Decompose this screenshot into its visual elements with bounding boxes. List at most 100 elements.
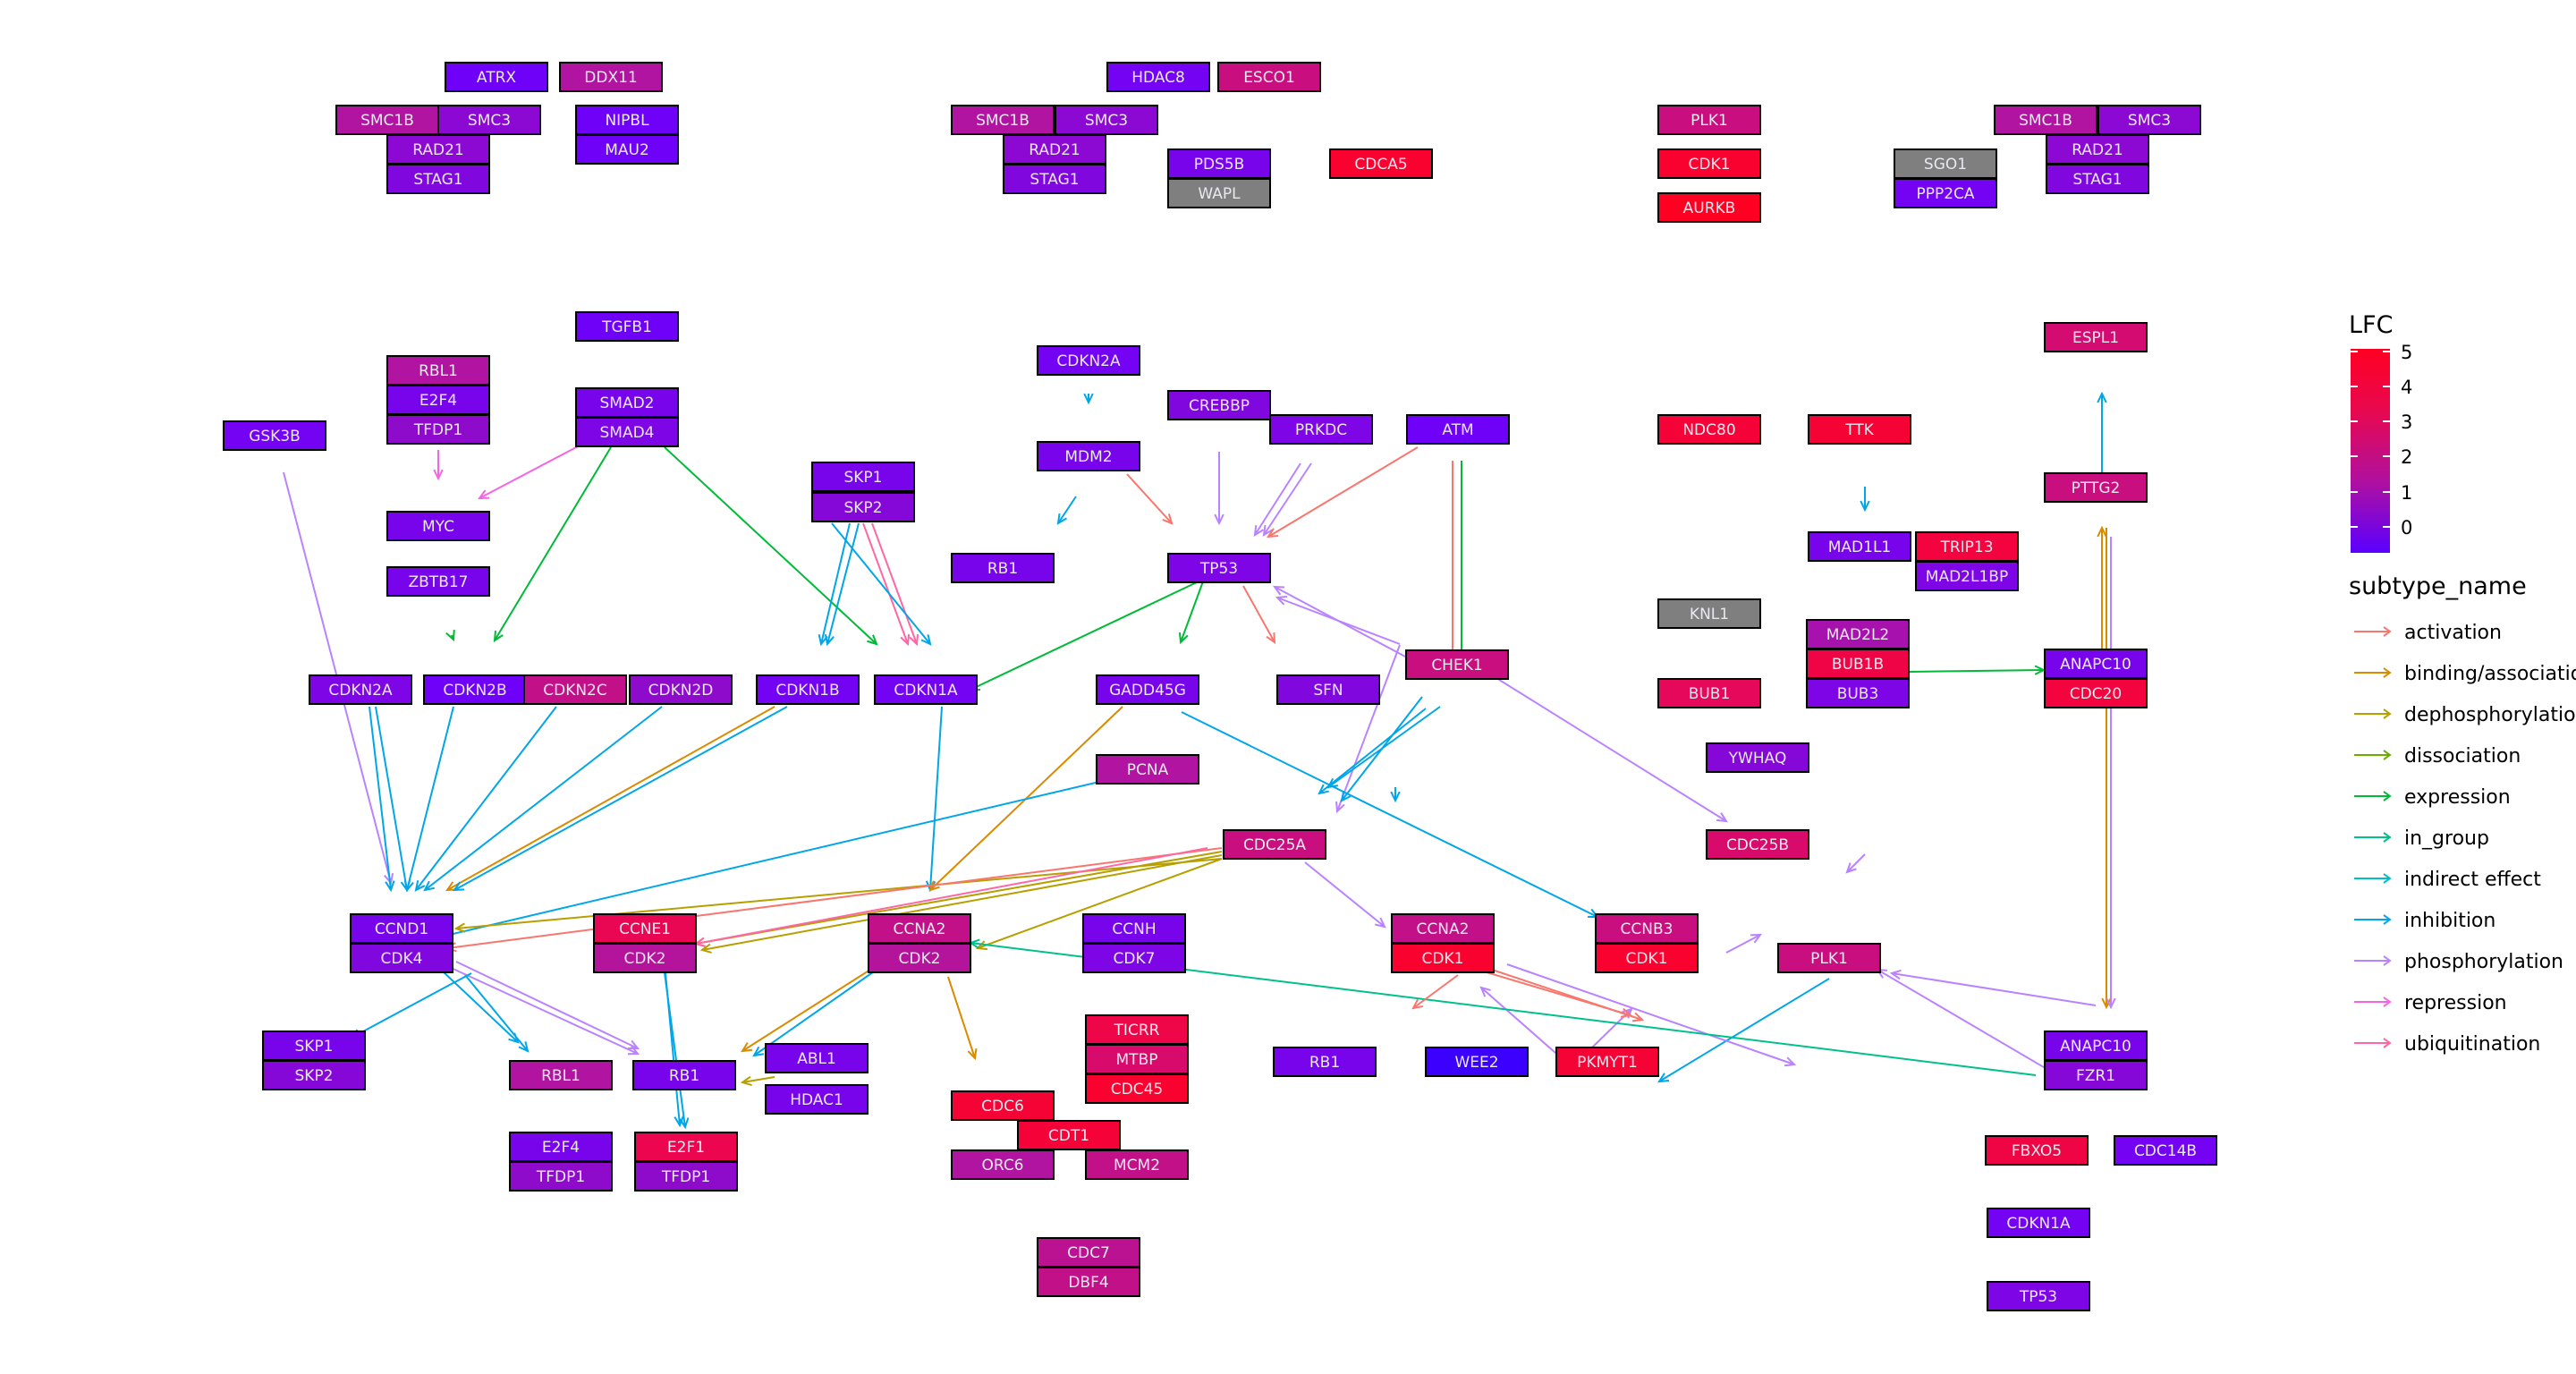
gene-node-gadd45g[interactable]: GADD45G xyxy=(1096,674,1199,705)
gene-node-trip13[interactable]: TRIP13 xyxy=(1915,531,2019,562)
gene-node-cdk2[interactable]: CDK2 xyxy=(593,943,697,973)
gene-node-ttk[interactable]: TTK xyxy=(1808,414,1911,445)
gene-node-rad21[interactable]: RAD21 xyxy=(386,134,490,165)
gene-node-cdc20[interactable]: CDC20 xyxy=(2044,678,2148,708)
gene-node-ccne1[interactable]: CCNE1 xyxy=(593,913,697,944)
gene-node-pds5b[interactable]: PDS5B xyxy=(1167,148,1271,179)
gene-node-smc1b[interactable]: SMC1B xyxy=(1994,105,2097,135)
gene-node-cdkn2a[interactable]: CDKN2A xyxy=(309,674,412,705)
gene-node-plk1[interactable]: PLK1 xyxy=(1777,943,1881,973)
gene-node-smc3[interactable]: SMC3 xyxy=(437,105,541,135)
gene-node-anapc10[interactable]: ANAPC10 xyxy=(2044,649,2148,679)
gene-node-smc3[interactable]: SMC3 xyxy=(2097,105,2201,135)
gene-node-pttg2[interactable]: PTTG2 xyxy=(2044,472,2148,503)
gene-node-cdc14b[interactable]: CDC14B xyxy=(2114,1135,2217,1166)
gene-node-orc6[interactable]: ORC6 xyxy=(951,1149,1055,1180)
gene-node-pcna[interactable]: PCNA xyxy=(1096,754,1199,785)
gene-node-fzr1[interactable]: FZR1 xyxy=(2044,1060,2148,1090)
gene-node-ywhaq[interactable]: YWHAQ xyxy=(1706,742,1809,773)
gene-node-ddx11[interactable]: DDX11 xyxy=(559,62,663,92)
gene-node-stag1[interactable]: STAG1 xyxy=(386,164,490,194)
gene-node-rbl1[interactable]: RBL1 xyxy=(509,1060,613,1090)
gene-node-cdt1[interactable]: CDT1 xyxy=(1017,1120,1121,1150)
gene-node-tfdp1[interactable]: TFDP1 xyxy=(386,414,490,445)
gene-node-tp53[interactable]: TP53 xyxy=(1987,1281,2090,1311)
gene-node-cdk2[interactable]: CDK2 xyxy=(868,943,971,973)
gene-node-sfn[interactable]: SFN xyxy=(1276,674,1380,705)
gene-node-ticrr[interactable]: TICRR xyxy=(1085,1014,1189,1045)
gene-node-esco1[interactable]: ESCO1 xyxy=(1217,62,1321,92)
gene-node-wee2[interactable]: WEE2 xyxy=(1425,1047,1529,1077)
gene-node-cdc25a[interactable]: CDC25A xyxy=(1223,829,1326,860)
gene-node-cdc45[interactable]: CDC45 xyxy=(1085,1073,1189,1104)
gene-node-e2f4[interactable]: E2F4 xyxy=(386,385,490,415)
gene-node-cdk1[interactable]: CDK1 xyxy=(1391,943,1495,973)
gene-node-cdkn1a[interactable]: CDKN1A xyxy=(1987,1208,2090,1238)
gene-node-ccnh[interactable]: CCNH xyxy=(1082,913,1186,944)
gene-node-tfdp1[interactable]: TFDP1 xyxy=(509,1161,613,1192)
gene-node-chek1[interactable]: CHEK1 xyxy=(1405,649,1509,680)
gene-node-myc[interactable]: MYC xyxy=(386,511,490,541)
gene-node-mad1l1[interactable]: MAD1L1 xyxy=(1808,531,1911,562)
gene-node-stag1[interactable]: STAG1 xyxy=(2046,164,2149,194)
gene-node-pkmyt1[interactable]: PKMYT1 xyxy=(1555,1047,1659,1077)
gene-node-skp2[interactable]: SKP2 xyxy=(811,492,915,522)
gene-node-skp1[interactable]: SKP1 xyxy=(262,1030,366,1061)
gene-node-skp1[interactable]: SKP1 xyxy=(811,462,915,492)
gene-node-bub1b[interactable]: BUB1B xyxy=(1806,649,1910,679)
gene-node-tp53[interactable]: TP53 xyxy=(1167,553,1271,583)
gene-node-rbl1[interactable]: RBL1 xyxy=(386,355,490,386)
gene-node-anapc10[interactable]: ANAPC10 xyxy=(2044,1030,2148,1061)
gene-node-ccna2[interactable]: CCNA2 xyxy=(868,913,971,944)
gene-node-e2f1[interactable]: E2F1 xyxy=(634,1132,738,1162)
gene-node-mau2[interactable]: MAU2 xyxy=(575,134,679,165)
gene-node-mad2l2[interactable]: MAD2L2 xyxy=(1806,619,1910,649)
gene-node-smc3[interactable]: SMC3 xyxy=(1055,105,1158,135)
gene-node-smc1b[interactable]: SMC1B xyxy=(335,105,439,135)
gene-node-bub3[interactable]: BUB3 xyxy=(1806,678,1910,708)
gene-node-cdkn2b[interactable]: CDKN2B xyxy=(423,674,527,705)
gene-node-rb1[interactable]: RB1 xyxy=(632,1060,736,1090)
gene-node-rad21[interactable]: RAD21 xyxy=(2046,134,2149,165)
gene-node-rb1[interactable]: RB1 xyxy=(951,553,1055,583)
gene-node-mad2l1bp[interactable]: MAD2L1BP xyxy=(1915,561,2019,591)
gene-node-ppp2ca[interactable]: PPP2CA xyxy=(1894,178,1997,208)
gene-node-hdac8[interactable]: HDAC8 xyxy=(1106,62,1210,92)
gene-node-prkdc[interactable]: PRKDC xyxy=(1269,414,1373,445)
gene-node-nipbl[interactable]: NIPBL xyxy=(575,105,679,135)
gene-node-cdc7[interactable]: CDC7 xyxy=(1037,1237,1140,1268)
gene-node-skp2[interactable]: SKP2 xyxy=(262,1060,366,1090)
gene-node-tgfb1[interactable]: TGFB1 xyxy=(575,311,679,342)
gene-node-hdac1[interactable]: HDAC1 xyxy=(765,1084,869,1115)
gene-node-ccnb3[interactable]: CCNB3 xyxy=(1595,913,1699,944)
gene-node-crebbp[interactable]: CREBBP xyxy=(1167,390,1271,420)
gene-node-aurkb[interactable]: AURKB xyxy=(1657,192,1761,223)
gene-node-knl1[interactable]: KNL1 xyxy=(1657,598,1761,629)
gene-node-atm[interactable]: ATM xyxy=(1406,414,1510,445)
gene-node-bub1[interactable]: BUB1 xyxy=(1657,678,1761,708)
gene-node-mcm2[interactable]: MCM2 xyxy=(1085,1149,1189,1180)
gene-node-gsk3b[interactable]: GSK3B xyxy=(223,420,326,451)
gene-node-ccna2[interactable]: CCNA2 xyxy=(1391,913,1495,944)
gene-node-mdm2[interactable]: MDM2 xyxy=(1037,441,1140,471)
gene-node-rad21[interactable]: RAD21 xyxy=(1003,134,1106,165)
gene-node-atrx[interactable]: ATRX xyxy=(445,62,548,92)
gene-node-cdkn2c[interactable]: CDKN2C xyxy=(523,674,627,705)
gene-node-ccnd1[interactable]: CCND1 xyxy=(350,913,453,944)
gene-node-cdc6[interactable]: CDC6 xyxy=(951,1090,1055,1121)
gene-node-fbxo5[interactable]: FBXO5 xyxy=(1985,1135,2089,1166)
gene-node-wapl[interactable]: WAPL xyxy=(1167,178,1271,208)
gene-node-cdca5[interactable]: CDCA5 xyxy=(1329,148,1433,179)
gene-node-sgo1[interactable]: SGO1 xyxy=(1894,148,1997,179)
gene-node-cdk7[interactable]: CDK7 xyxy=(1082,943,1186,973)
gene-node-cdkn2a[interactable]: CDKN2A xyxy=(1037,345,1140,376)
gene-node-cdk1[interactable]: CDK1 xyxy=(1657,148,1761,179)
gene-node-cdkn2d[interactable]: CDKN2D xyxy=(629,674,733,705)
gene-node-ndc80[interactable]: NDC80 xyxy=(1657,414,1761,445)
gene-node-espl1[interactable]: ESPL1 xyxy=(2044,322,2148,352)
gene-node-mtbp[interactable]: MTBP xyxy=(1085,1044,1189,1074)
gene-node-smc1b[interactable]: SMC1B xyxy=(951,105,1055,135)
gene-node-zbtb17[interactable]: ZBTB17 xyxy=(386,566,490,597)
gene-node-cdk1[interactable]: CDK1 xyxy=(1595,943,1699,973)
gene-node-smad4[interactable]: SMAD4 xyxy=(575,417,679,447)
